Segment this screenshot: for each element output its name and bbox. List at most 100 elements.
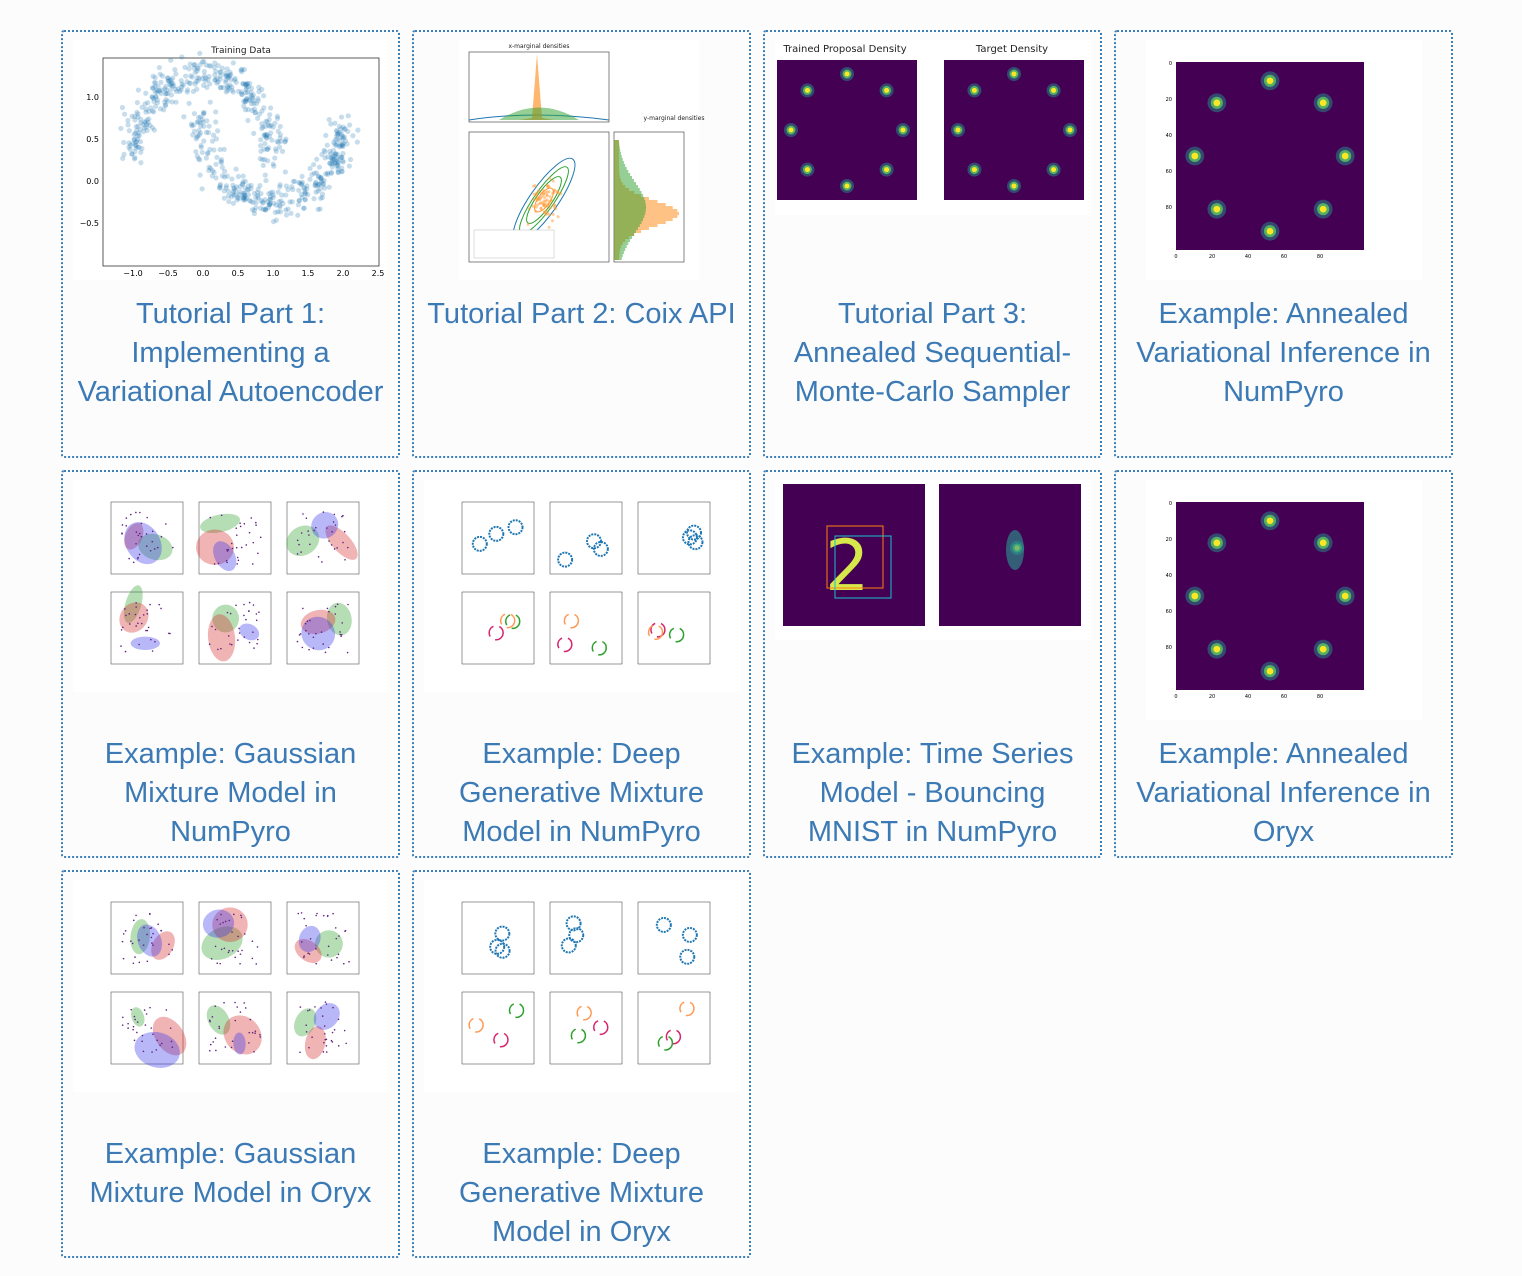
card-title-link[interactable]: Example: Deep Generative Mixture Model i… bbox=[459, 738, 704, 848]
scatter-point bbox=[203, 129, 209, 135]
scatter-point bbox=[313, 170, 319, 176]
ring bbox=[493, 925, 510, 942]
card-title-link[interactable]: Tutorial Part 2: Coix API bbox=[427, 298, 736, 330]
scatter-point bbox=[264, 146, 270, 153]
scatter-point bbox=[246, 198, 252, 204]
svg-text:0: 0 bbox=[1168, 61, 1171, 67]
ring bbox=[668, 626, 684, 643]
subplot bbox=[461, 901, 534, 975]
scatter-point bbox=[253, 100, 259, 107]
scatter-point bbox=[195, 156, 201, 162]
scatter-point bbox=[145, 108, 152, 115]
scatter-point bbox=[197, 142, 204, 149]
scatter-point bbox=[335, 159, 341, 166]
scatter-point bbox=[247, 92, 254, 98]
ring bbox=[471, 535, 488, 552]
scatter-point bbox=[282, 136, 289, 142]
scatter-point bbox=[225, 193, 231, 199]
scatter-point bbox=[339, 141, 345, 147]
gallery-card[interactable]: Example: Gaussian Mixture Model in Oryx bbox=[61, 870, 400, 1258]
scatter-point bbox=[313, 156, 319, 162]
card-title-link[interactable]: Example: Gaussian Mixture Model in Oryx bbox=[89, 1138, 372, 1209]
scatter-point bbox=[240, 192, 246, 198]
scatter-point bbox=[270, 219, 276, 225]
scatter-point bbox=[259, 199, 265, 205]
scatter-point bbox=[197, 123, 203, 129]
scatter-point bbox=[242, 99, 248, 105]
scatter-point bbox=[277, 135, 283, 141]
scatter-point bbox=[257, 143, 263, 149]
thumbnail-image[interactable] bbox=[423, 480, 740, 720]
scatter-point bbox=[153, 87, 159, 94]
scatter-point bbox=[169, 99, 175, 105]
scatter-point bbox=[340, 140, 346, 147]
scatter-point bbox=[128, 151, 135, 157]
scatter-point bbox=[330, 160, 336, 167]
scatter-point bbox=[296, 197, 302, 204]
density-mode bbox=[1319, 205, 1327, 213]
gallery-card[interactable]: Example: Deep Generative Mixture Model i… bbox=[412, 470, 751, 858]
scatter-point bbox=[336, 130, 343, 136]
cluster-ellipse bbox=[211, 907, 248, 943]
scatter-point bbox=[260, 105, 266, 111]
scatter-point bbox=[265, 191, 271, 197]
scatter-point bbox=[194, 134, 200, 140]
scatter-point bbox=[233, 166, 239, 172]
thumbnail-image[interactable] bbox=[72, 480, 389, 720]
scatter-point bbox=[275, 139, 281, 145]
scatter-point bbox=[149, 85, 155, 91]
scatter-point bbox=[335, 169, 341, 175]
gallery-card[interactable]: Example: Deep Generative Mixture Model i… bbox=[412, 870, 751, 1258]
scatter-point bbox=[346, 163, 352, 169]
scatter-point bbox=[233, 192, 239, 198]
card-title-link[interactable]: Tutorial Part 1: Implementing a Variatio… bbox=[77, 298, 384, 408]
scatter-point bbox=[240, 197, 246, 203]
scatter-point bbox=[317, 175, 323, 182]
card-title-link[interactable]: Example: Deep Generative Mixture Model i… bbox=[459, 1138, 704, 1248]
scatter-point bbox=[157, 79, 164, 85]
scatter-point bbox=[215, 79, 221, 85]
scatter-point bbox=[306, 176, 313, 182]
card-title-link[interactable]: Example: Annealed Variational Inference … bbox=[1136, 298, 1431, 408]
scatter-point bbox=[332, 142, 339, 149]
svg-text:20: 20 bbox=[1208, 694, 1214, 700]
scatter-point bbox=[329, 164, 335, 170]
card-title-link[interactable]: Example: Gaussian Mixture Model in NumPy… bbox=[104, 738, 357, 848]
scatter-point bbox=[322, 171, 328, 177]
scatter-point bbox=[235, 88, 241, 94]
gallery-card[interactable]: Example: Gaussian Mixture Model in NumPy… bbox=[61, 470, 400, 858]
thumbnail-image[interactable] bbox=[423, 880, 740, 1120]
scatter-point bbox=[259, 124, 266, 130]
scatter-point bbox=[277, 123, 283, 130]
ring bbox=[494, 942, 511, 959]
scatter-point bbox=[206, 146, 212, 152]
ring bbox=[488, 938, 505, 955]
card-title-link[interactable]: Example: Time Series Model - Bouncing MN… bbox=[791, 738, 1074, 848]
card-title-link[interactable]: Example: Annealed Variational Inference … bbox=[1136, 738, 1431, 848]
scatter-point bbox=[134, 133, 140, 139]
scatter-point bbox=[296, 180, 302, 186]
thumbnail-image[interactable]: 2 bbox=[774, 480, 1091, 720]
scatter-point bbox=[211, 64, 217, 70]
scatter-point bbox=[194, 75, 200, 81]
thumbnail-image[interactable] bbox=[72, 880, 389, 1120]
card-title-link[interactable]: Tutorial Part 3: Annealed Sequential-Mon… bbox=[793, 298, 1072, 408]
scatter-point bbox=[263, 135, 269, 141]
scatter-point bbox=[295, 187, 301, 193]
scatter-point bbox=[315, 206, 321, 213]
cluster-ellipse bbox=[134, 1031, 180, 1068]
scatter-point bbox=[141, 101, 148, 107]
scatter-point bbox=[239, 181, 245, 187]
cluster-ellipse bbox=[202, 909, 234, 938]
